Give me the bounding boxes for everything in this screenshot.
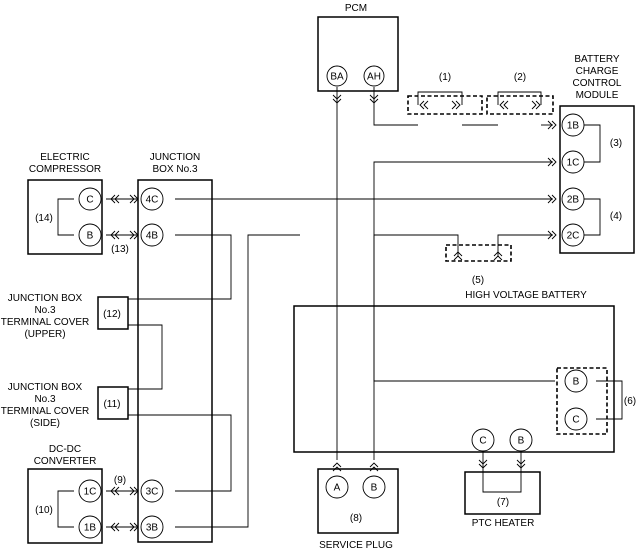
wires — [57, 87, 623, 528]
pin-jb-4b — [140, 223, 164, 247]
label-hv-battery: HIGH VOLTAGE BATTERY — [465, 290, 587, 301]
callout-10: (10) — [35, 505, 53, 516]
pin-pcm-ah — [363, 65, 385, 87]
pin-sp-b — [362, 475, 386, 499]
pin-dcdc-1c — [78, 479, 102, 503]
jb-cover-upper-box — [97, 296, 129, 330]
callout-9: (9) — [114, 475, 126, 486]
label-cover-upper-3: TERMINAL COVER — [1, 317, 90, 328]
pcm-box — [317, 16, 399, 92]
label-bccm-4: MODULE — [576, 90, 619, 101]
label-bccm-1: BATTERY — [574, 54, 620, 65]
pin-comp-c — [78, 187, 102, 211]
callout-12: (12) — [103, 309, 121, 320]
pin-label-dcdc-1c: 1C — [84, 487, 97, 498]
jb-cover-side-box — [97, 386, 129, 420]
connector-1 — [407, 95, 483, 115]
pin-bccm-1b — [561, 113, 585, 137]
callout-6: (6) — [624, 396, 636, 407]
pin-label-ptc-c: C — [479, 436, 486, 447]
callout-3: (3) — [610, 138, 622, 149]
pin-bccm-2c — [561, 223, 585, 247]
label-compressor-2: COMPRESSOR — [29, 164, 101, 175]
pin-ptc-c — [471, 428, 495, 452]
pin-jb-4c — [140, 187, 164, 211]
pin-label-hvb-c: C — [572, 415, 579, 426]
pin-label-bccm-1c: 1C — [567, 158, 580, 169]
junction-box-no3 — [137, 179, 213, 543]
pin-jb-3c — [140, 479, 164, 503]
pin-label-jb-3c: 3C — [146, 487, 159, 498]
pin-bccm-1c — [561, 150, 585, 174]
callout-14: (14) — [35, 213, 53, 224]
label-cover-upper-2: No.3 — [34, 305, 56, 316]
pin-comp-b — [78, 223, 102, 247]
pin-label-jb-4c: 4C — [146, 195, 159, 206]
callout-4: (4) — [610, 211, 622, 222]
label-compressor-1: ELECTRIC — [40, 152, 89, 163]
label-cover-side-2: No.3 — [34, 394, 56, 405]
label-cover-side-4: (SIDE) — [30, 418, 60, 429]
pin-label-ptc-b: B — [518, 436, 525, 447]
label-cover-side-1: JUNCTION BOX — [8, 382, 83, 393]
connector-2 — [486, 95, 554, 115]
pin-hvb-c — [564, 407, 588, 431]
callout-13: (13) — [111, 244, 129, 255]
pin-dcdc-1b — [78, 515, 102, 539]
label-bccm-2: CHARGE — [576, 66, 619, 77]
callout-8: (8) — [350, 513, 362, 524]
pin-label-jb-3b: 3B — [146, 523, 159, 534]
pin-label-bccm-2c: 2C — [567, 231, 580, 242]
label-ptc-heater: PTC HEATER — [472, 518, 535, 529]
pin-label-sp-a: A — [334, 483, 341, 494]
pin-label-comp-b: B — [87, 231, 94, 242]
pin-label-pcm-ah: AH — [367, 72, 381, 83]
label-junction-box-2: BOX No.3 — [152, 164, 197, 175]
bccm-box — [559, 105, 635, 254]
pin-pcm-ba — [326, 65, 348, 87]
label-cover-side-3: TERMINAL COVER — [1, 406, 90, 417]
service-plug-box — [317, 468, 399, 534]
callout-7: (7) — [497, 497, 509, 508]
pin-label-pcm-ba: BA — [330, 72, 344, 83]
callout-11: (11) — [103, 399, 120, 410]
label-junction-box-1: JUNCTION — [150, 152, 201, 163]
pin-label-jb-4b: 4B — [146, 231, 159, 242]
label-service-plug: SERVICE PLUG — [319, 540, 393, 551]
electric-compressor-box — [27, 179, 103, 255]
connector-6 — [556, 367, 608, 435]
label-bccm-3: CONTROL — [573, 78, 622, 89]
pin-sp-a — [325, 475, 349, 499]
pin-label-bccm-2b: 2B — [567, 195, 580, 206]
pin-jb-3b — [140, 515, 164, 539]
pin-label-bccm-1b: 1B — [567, 121, 580, 132]
pin-bccm-2b — [561, 187, 585, 211]
pin-label-hvb-b: B — [573, 377, 580, 388]
label-cover-upper-4: (UPPER) — [24, 329, 65, 340]
label-dcdc-1: DC-DC — [49, 444, 81, 455]
dcdc-converter-box — [27, 468, 103, 544]
label-pcm: PCM — [345, 3, 367, 14]
connector-5 — [445, 244, 512, 262]
label-dcdc-2: CONVERTER — [34, 456, 97, 467]
ptc-heater-box — [464, 471, 541, 515]
pin-label-dcdc-1b: 1B — [84, 523, 97, 534]
callout-1: (1) — [439, 72, 451, 83]
pin-hvb-b — [564, 369, 588, 393]
callout-5: (5) — [472, 275, 484, 286]
pin-label-sp-b: B — [371, 483, 378, 494]
pin-ptc-b — [509, 428, 533, 452]
hv-battery-box — [293, 305, 615, 453]
callout-2: (2) — [514, 72, 526, 83]
label-cover-upper-1: JUNCTION BOX — [8, 293, 83, 304]
pin-label-comp-c: C — [86, 195, 93, 206]
